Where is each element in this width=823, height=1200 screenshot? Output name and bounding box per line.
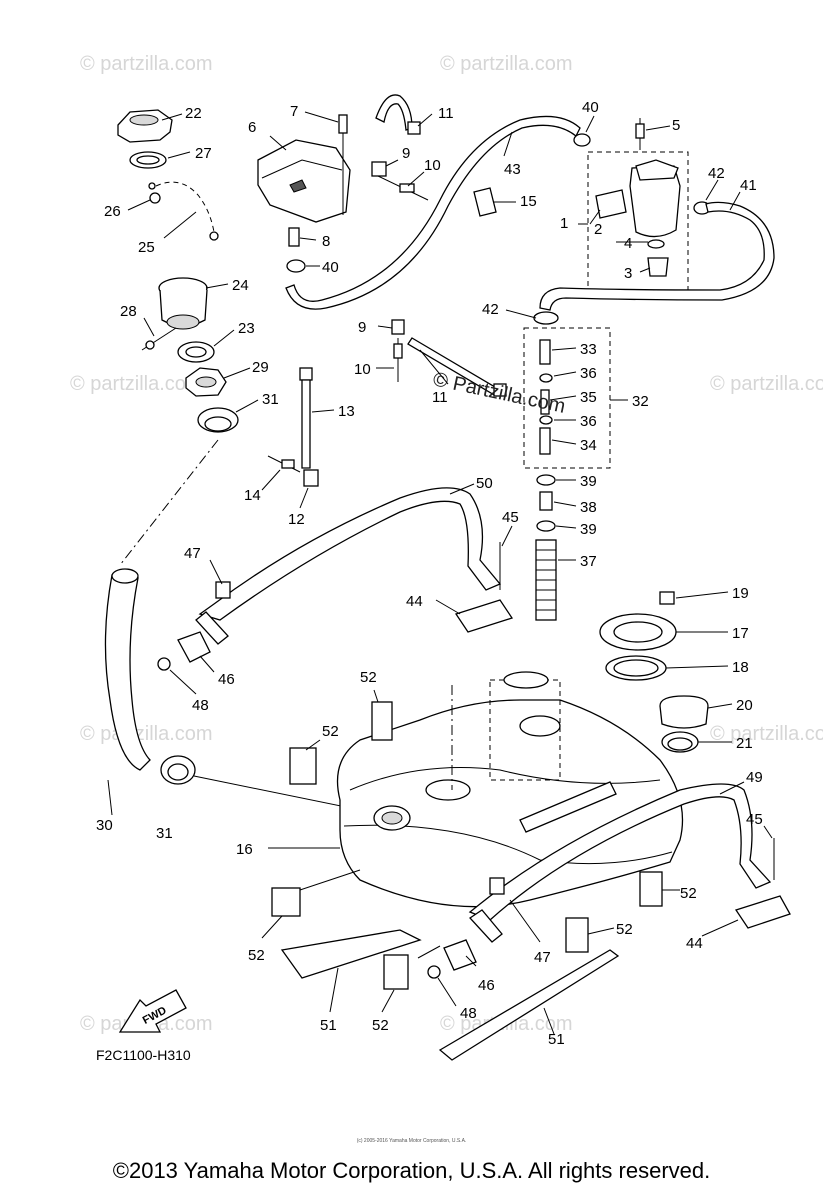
callout-42: 42 <box>708 165 725 182</box>
callout-19: 19 <box>732 585 749 602</box>
callout-40: 40 <box>322 259 339 276</box>
callout-23: 23 <box>238 320 255 337</box>
callout-46b: 46 <box>478 977 495 994</box>
callout-51: 51 <box>320 1017 337 1034</box>
callout-32: 32 <box>632 393 649 410</box>
callout-34: 34 <box>580 437 597 454</box>
callout-6: 6 <box>248 119 256 136</box>
filter-assembly <box>533 118 775 325</box>
callout-9: 9 <box>402 145 410 162</box>
callout-21: 21 <box>736 735 753 752</box>
callout-35: 35 <box>580 389 597 406</box>
hose-clamp-lower <box>160 755 386 816</box>
callout-27: 27 <box>195 145 212 162</box>
callout-11b: 11 <box>432 389 448 406</box>
fitting-assembly <box>391 319 611 621</box>
callout-42b: 42 <box>482 301 499 318</box>
callout-10: 10 <box>424 157 441 174</box>
copyright-footer: ©2013 Yamaha Motor Corporation, U.S.A. A… <box>112 1158 711 1183</box>
callout-52d: 52 <box>616 921 633 938</box>
callout-47b: 47 <box>534 949 551 966</box>
callout-33: 33 <box>580 341 597 358</box>
callout-52a: 52 <box>360 669 377 686</box>
callout-38: 38 <box>580 499 597 516</box>
callout-48: 48 <box>192 697 209 714</box>
watermark: © partzilla.com <box>710 373 823 395</box>
watermark: © partzilla.com <box>710 723 823 745</box>
callout-10b: 10 <box>354 361 371 378</box>
callout-36: 36 <box>580 365 597 382</box>
callout-11: 11 <box>438 105 454 122</box>
callout-41: 41 <box>740 177 757 194</box>
callout-39: 39 <box>580 473 597 490</box>
callout-26: 26 <box>104 203 121 220</box>
callout-37: 37 <box>580 553 597 570</box>
callout-15: 15 <box>520 193 537 210</box>
callout-4: 4 <box>624 235 632 252</box>
callout-13: 13 <box>338 403 355 420</box>
callout-22: 22 <box>185 105 202 122</box>
drawing-code: F2C1100-H310 <box>96 1047 191 1063</box>
callout-51b: 51 <box>548 1031 565 1048</box>
callout-5: 5 <box>672 117 680 134</box>
tie-strap <box>267 367 319 487</box>
callout-43: 43 <box>504 161 521 178</box>
callout-49: 49 <box>746 769 763 786</box>
callout-1: 1 <box>560 215 568 232</box>
small-copyright: (c) 2005-2016 Yamaha Motor Corporation, … <box>356 1138 467 1144</box>
callout-16: 16 <box>236 841 253 858</box>
callout-52f: 52 <box>372 1017 389 1034</box>
callout-39b: 39 <box>580 521 597 538</box>
watermark: © partzilla.com <box>80 723 213 745</box>
callout-3: 3 <box>624 265 632 282</box>
callout-40b: 40 <box>582 99 599 116</box>
callout-24: 24 <box>232 277 249 294</box>
sender-components <box>599 591 709 753</box>
callout-50: 50 <box>476 475 493 492</box>
callout-20: 20 <box>736 697 753 714</box>
callout-8: 8 <box>322 233 330 250</box>
callout-52e: 52 <box>248 947 265 964</box>
callout-30: 30 <box>96 817 113 834</box>
callout-29: 29 <box>252 359 269 376</box>
callout-14: 14 <box>244 487 261 504</box>
callout-18: 18 <box>732 659 749 676</box>
callout-36b: 36 <box>580 413 597 430</box>
callout-31b: 31 <box>156 825 173 842</box>
fwd-arrow: FWD <box>118 989 187 1033</box>
callout-labels: 22 27 26 25 24 28 23 29 31 30 31 7 6 8 4… <box>96 99 763 1048</box>
front-strap <box>157 487 514 671</box>
callout-7: 7 <box>290 103 298 120</box>
watermark: © partzilla.com <box>70 373 203 395</box>
filler-cap-assembly <box>117 109 239 566</box>
callout-48b: 48 <box>460 1005 477 1022</box>
callout-17: 17 <box>732 625 749 642</box>
callout-52b: 52 <box>322 723 339 740</box>
callout-2: 2 <box>594 221 602 238</box>
callout-47: 47 <box>184 545 201 562</box>
watermark: © partzilla.com <box>80 53 213 75</box>
callout-45: 45 <box>502 509 519 526</box>
callout-46: 46 <box>218 671 235 688</box>
callout-44: 44 <box>406 593 423 610</box>
rear-strap <box>427 783 791 979</box>
callout-44b: 44 <box>686 935 703 952</box>
callout-28: 28 <box>120 303 137 320</box>
callout-45b: 45 <box>746 811 763 828</box>
leader-lines <box>127 111 773 1035</box>
callout-25: 25 <box>138 239 155 256</box>
callout-12: 12 <box>288 511 305 528</box>
callout-9b: 9 <box>358 319 366 336</box>
callout-31: 31 <box>262 391 279 408</box>
callout-52c: 52 <box>680 885 697 902</box>
filler-hose <box>104 568 151 816</box>
watermark: © partzilla.com <box>440 53 573 75</box>
fuel-tank <box>336 671 684 908</box>
vent-components <box>257 94 581 310</box>
pads-and-strips <box>271 701 663 1061</box>
